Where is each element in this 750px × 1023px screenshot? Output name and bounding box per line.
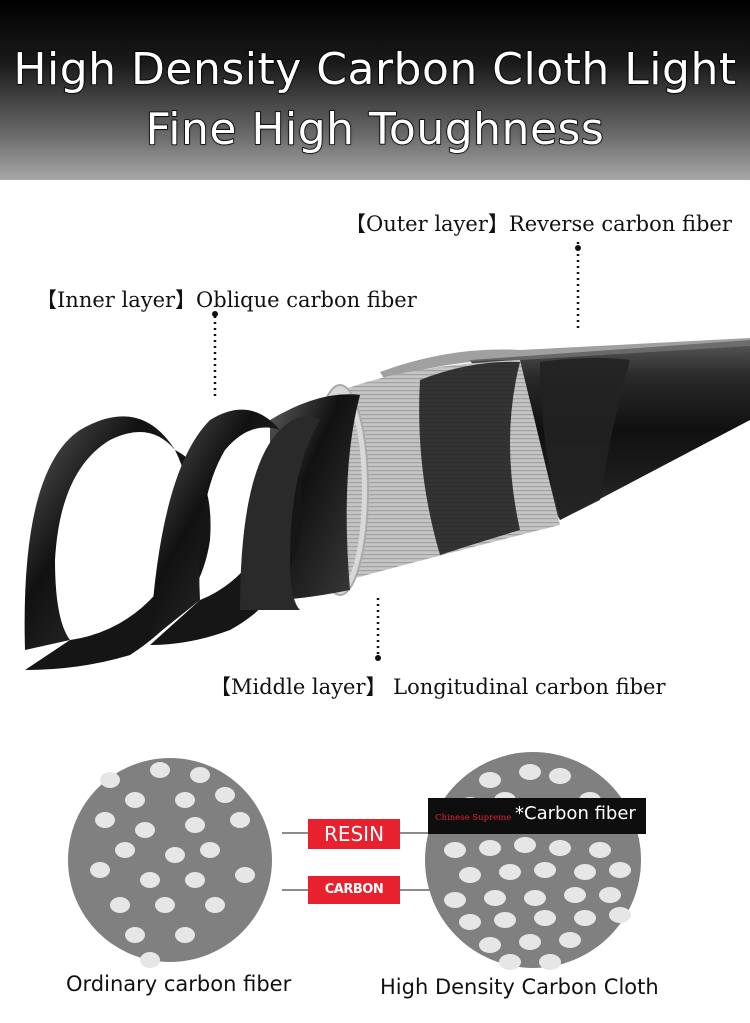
carbon-fiber-tag: CARBON FIBER [308,876,400,925]
fiber-dot [574,864,596,880]
fiber-dot [205,897,225,913]
header-banner: High Density Carbon Cloth Light Fine Hig… [0,0,750,180]
fiber-dot [539,954,561,970]
fiber-dot [519,934,541,950]
headline-line-1: High Density Carbon Cloth Light [13,43,737,96]
fiber-dot [100,772,120,788]
fiber-dot [115,842,135,858]
fiber-dot [90,862,110,878]
high-density-caption: High Density Carbon Cloth [380,975,659,999]
fiber-dot [125,927,145,943]
fiber-dot [599,887,621,903]
fiber-dot [479,772,501,788]
fiber-dot [559,932,581,948]
fiber-dot [574,910,596,926]
fiber-dot [609,907,631,923]
fiber-dot [549,768,571,784]
fiber-dot [524,890,546,906]
fiber-dot [175,927,195,943]
headline-line-2: Fine High Toughness [145,103,605,156]
fiber-dot [589,842,611,858]
resin-tag: RESIN [308,819,400,849]
fiber-dot [564,887,586,903]
fiber-dot [150,762,170,778]
fiber-dot [609,862,631,878]
fiber-dot [499,864,521,880]
fiber-dot [444,892,466,908]
band-title: *Carbon fiber [515,803,636,824]
fiber-dot [95,812,115,828]
fiber-dot [200,842,220,858]
fiber-dot [534,910,556,926]
fiber-cross-section [68,752,641,970]
fiber-dot [165,847,185,863]
fiber-dot [534,862,556,878]
fiber-dot [125,792,145,808]
carbon-fiber-band [428,798,646,834]
fiber-dot [519,764,541,780]
fiber-dot [494,912,516,928]
band-subtitle: Chinese Supreme [435,813,512,823]
middle-layer-label: 【Middle layer】 Longitudinal carbon fiber [210,675,666,699]
fiber-dot [185,872,205,888]
fiber-dot [235,867,255,883]
fiber-dot [479,840,501,856]
fiber-dot [484,890,506,906]
carbon-rod-illustration [24,242,750,670]
outer-layer-label: 【Outer layer】Reverse carbon fiber [345,212,732,236]
fiber-dot [215,787,235,803]
fiber-dot [140,952,160,968]
fiber-dot [155,897,175,913]
fiber-dot [459,914,481,930]
fiber-dot [135,822,155,838]
fiber-dot [459,867,481,883]
fiber-dot [190,767,210,783]
fiber-dot [514,837,536,853]
fiber-dot [185,817,205,833]
fiber-dot [444,842,466,858]
fiber-dot [230,812,250,828]
fiber-dot [479,937,501,953]
fiber-dot [499,954,521,970]
fiber-dot [549,840,571,856]
inner-layer-label: 【Inner layer】Oblique carbon fiber [36,288,417,312]
ordinary-caption: Ordinary carbon fiber [66,972,292,996]
fiber-dot [140,872,160,888]
fiber-dot [110,897,130,913]
fiber-dot [175,792,195,808]
